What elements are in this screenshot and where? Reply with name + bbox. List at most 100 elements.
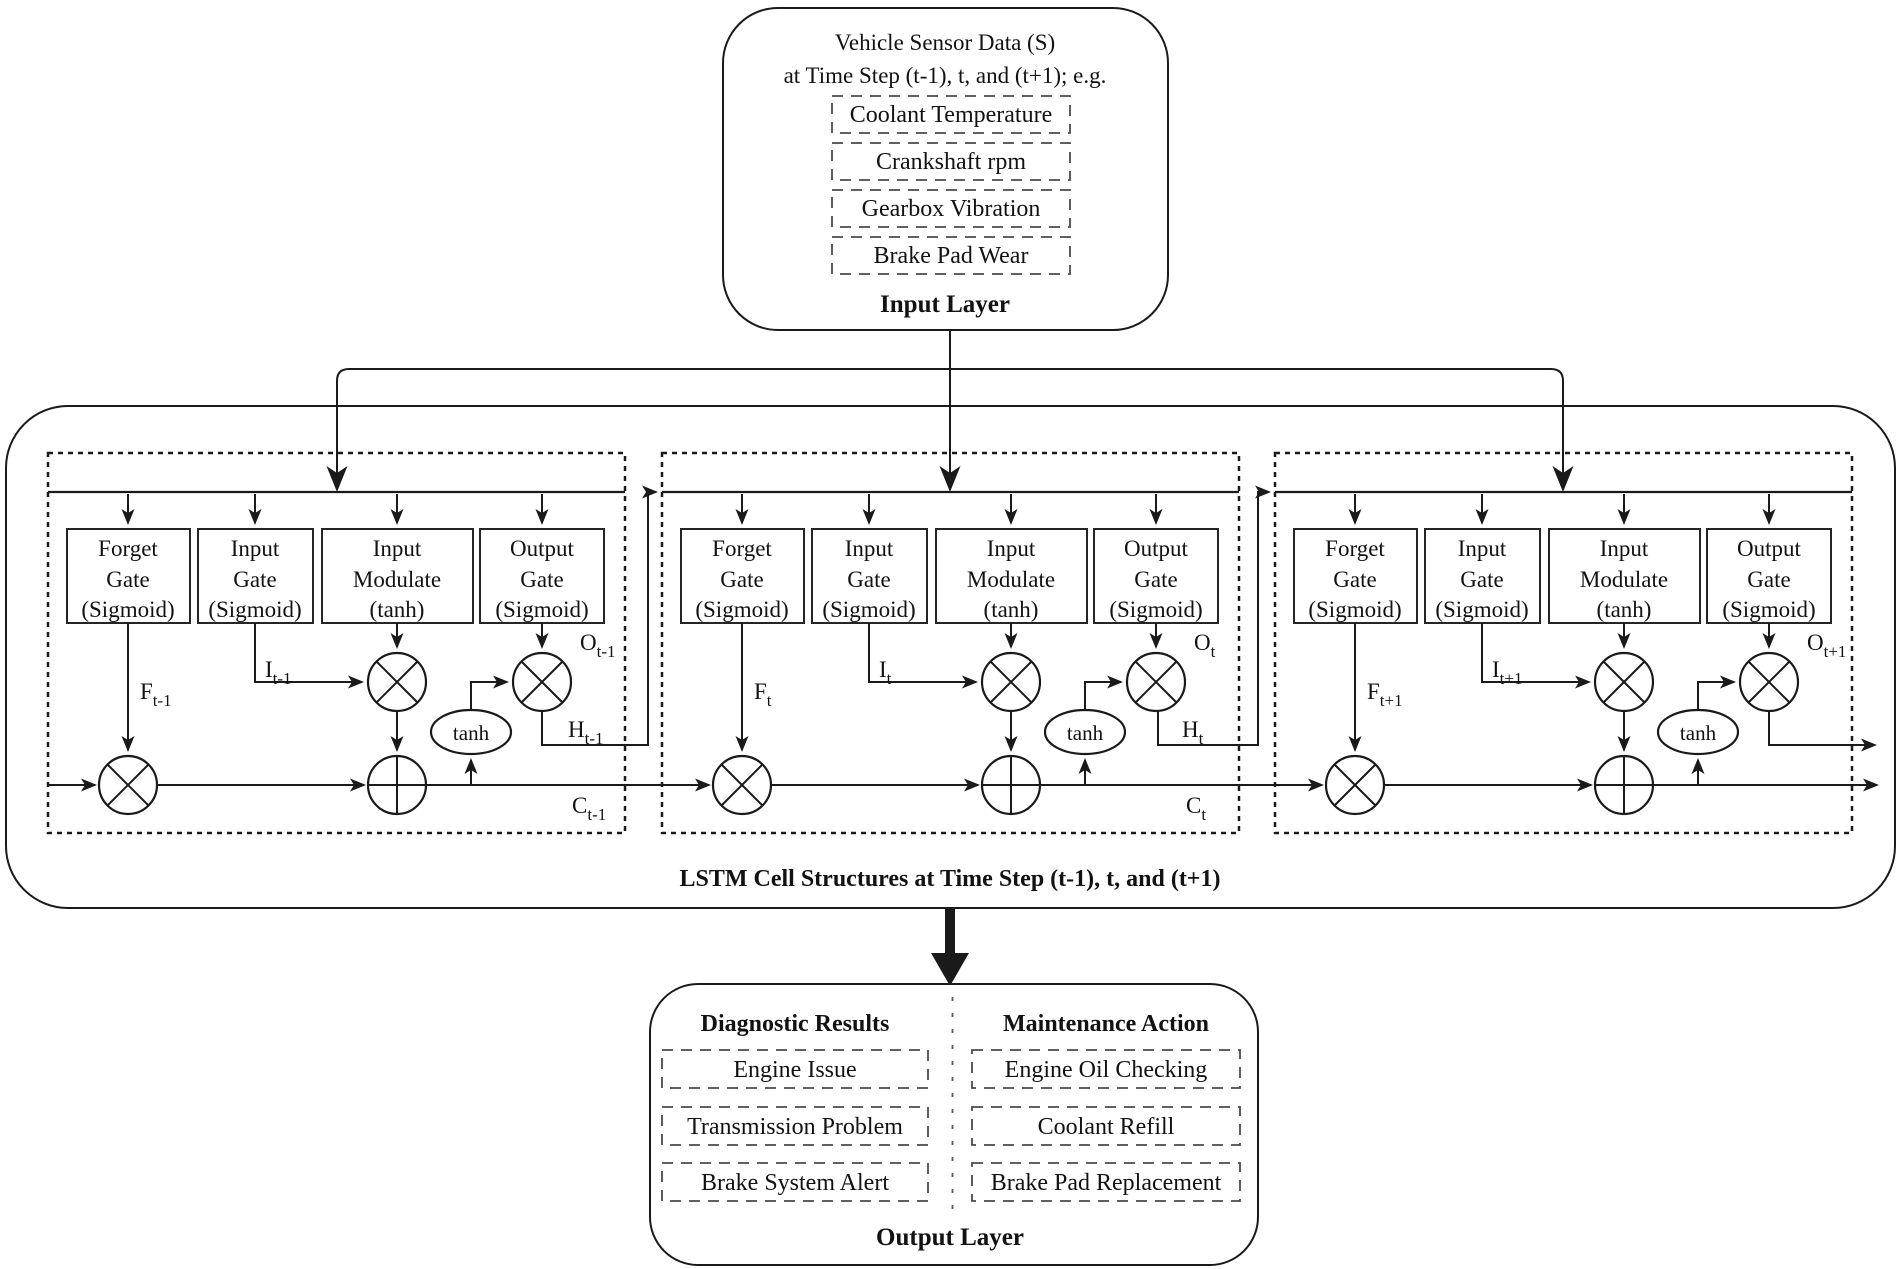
maintenance-action-title: Maintenance Action bbox=[1003, 1011, 1209, 1037]
tanh-label: tanh bbox=[1067, 721, 1104, 745]
forget-gate-label: Gate bbox=[720, 567, 763, 592]
bus-to-gate-arrows bbox=[735, 494, 1163, 525]
lstm-cell-boundary bbox=[46, 451, 627, 835]
input-title-line1: Vehicle Sensor Data (S) bbox=[835, 30, 1055, 55]
tanh-to-output-line bbox=[1697, 675, 1736, 710]
input-modulate-label: (tanh) bbox=[984, 597, 1039, 622]
output-gate-box bbox=[1093, 528, 1219, 624]
signal-label-o: Ot+1 bbox=[1807, 630, 1846, 661]
lstm-cell-boundary bbox=[660, 451, 1241, 835]
tanh-node: tanh bbox=[429, 708, 513, 756]
input-layer: Vehicle Sensor Data (S) at Time Step (t-… bbox=[722, 7, 1169, 331]
signal-label-o: Ot-1 bbox=[580, 630, 616, 661]
output-gate-label: Output bbox=[510, 536, 575, 561]
sensor-item-label: Crankshaft rpm bbox=[876, 149, 1026, 175]
signal-label-i: It-1 bbox=[265, 657, 292, 688]
input-gate-label: (Sigmoid) bbox=[1435, 597, 1528, 622]
diagnostic-item-label: Engine Issue bbox=[733, 1057, 856, 1083]
multiply-node-icon bbox=[1593, 651, 1655, 713]
h-line-cell2 bbox=[1157, 485, 1271, 746]
input-gate-label: Input bbox=[231, 536, 280, 561]
input-modulate-label: Modulate bbox=[353, 567, 441, 592]
hidden-state-lines bbox=[541, 485, 1877, 752]
h-line-cell1 bbox=[541, 485, 658, 746]
output-gate-label: Gate bbox=[520, 567, 563, 592]
signal-label-i: It bbox=[879, 657, 892, 688]
input-modulate-box bbox=[935, 528, 1088, 624]
input-modulate-label: Modulate bbox=[1580, 567, 1668, 592]
maintenance-item-label: Coolant Refill bbox=[1038, 1114, 1175, 1140]
input-modulate-label: Modulate bbox=[967, 567, 1055, 592]
forget-gate-box bbox=[66, 528, 191, 624]
lstm-to-output-arrow bbox=[931, 908, 969, 986]
input-gate-label: (Sigmoid) bbox=[822, 597, 915, 622]
lstm-cell: Forget Gate (Sigmoid) Input Gate (Sigmoi… bbox=[46, 451, 627, 835]
maintenance-item-box bbox=[971, 1162, 1241, 1202]
signal-label-h: Ht bbox=[1182, 717, 1204, 748]
diagnostic-item-box bbox=[661, 1106, 929, 1146]
input-gate-label: (Sigmoid) bbox=[208, 597, 301, 622]
signal-label-i: It+1 bbox=[1492, 657, 1522, 688]
signal-label-c: Ct bbox=[1186, 793, 1206, 824]
tanh-label: tanh bbox=[453, 721, 490, 745]
bus-to-gate-arrows bbox=[121, 494, 549, 525]
add-node-icon bbox=[366, 754, 428, 816]
input-modulate-label: Input bbox=[373, 536, 422, 561]
input-gate-box bbox=[197, 528, 314, 624]
input-modulate-box bbox=[1548, 528, 1701, 624]
signal-label-h: Ht-1 bbox=[568, 717, 604, 748]
sensor-item-label: Gearbox Vibration bbox=[862, 196, 1041, 222]
multiply-node-icon bbox=[1324, 754, 1386, 816]
multiply-node-icon bbox=[511, 651, 573, 713]
diagnostic-item-label: Transmission Problem bbox=[687, 1114, 903, 1140]
input-gate-label: Gate bbox=[847, 567, 890, 592]
sensor-item-box bbox=[831, 236, 1071, 275]
cell-internal-wiring bbox=[1348, 623, 1776, 785]
tanh-node: tanh bbox=[1043, 708, 1127, 756]
sensor-item-box bbox=[831, 189, 1071, 228]
add-node-icon bbox=[1593, 754, 1655, 816]
input-modulate-label: (tanh) bbox=[370, 597, 425, 622]
input-gate-label: Input bbox=[845, 536, 894, 561]
input-layer-box bbox=[722, 7, 1169, 331]
diagnostic-item-box bbox=[661, 1049, 929, 1089]
forget-gate-label: Gate bbox=[1333, 567, 1376, 592]
sensor-item-label: Brake Pad Wear bbox=[874, 243, 1029, 269]
output-gate-label: (Sigmoid) bbox=[1722, 597, 1815, 622]
lstm-cell: Forget Gate (Sigmoid) Input Gate (Sigmoi… bbox=[660, 451, 1241, 835]
output-layer-label: Output Layer bbox=[876, 1224, 1024, 1251]
input-gate-label: Gate bbox=[233, 567, 276, 592]
sensor-item-box bbox=[831, 142, 1071, 181]
lstm-cell-boundary bbox=[1273, 451, 1854, 835]
sensor-item-label: Coolant Temperature bbox=[850, 102, 1052, 128]
output-gate-box bbox=[479, 528, 605, 624]
multiply-node-icon bbox=[366, 651, 428, 713]
input-gate-box bbox=[811, 528, 928, 624]
signal-label-f: Ft-1 bbox=[140, 679, 172, 710]
output-gate-label: Gate bbox=[1747, 567, 1790, 592]
forget-gate-box bbox=[1293, 528, 1418, 624]
input-signal-line bbox=[254, 623, 364, 689]
cell-internal-wiring bbox=[121, 623, 549, 785]
forget-gate-label: Forget bbox=[1325, 536, 1385, 561]
multiply-node-icon bbox=[97, 754, 159, 816]
bus-to-gate-arrows bbox=[1348, 494, 1776, 525]
forget-gate-label: Forget bbox=[98, 536, 158, 561]
multiply-node-icon bbox=[711, 754, 773, 816]
output-gate-box bbox=[1706, 528, 1832, 624]
maintenance-item-box bbox=[971, 1106, 1241, 1146]
input-branch-wiring bbox=[326, 330, 1574, 492]
tanh-node: tanh bbox=[1656, 708, 1740, 756]
input-modulate-label: Input bbox=[1600, 536, 1649, 561]
maintenance-item-label: Brake Pad Replacement bbox=[991, 1170, 1222, 1196]
signal-label-f: Ft+1 bbox=[1367, 679, 1403, 710]
input-gate-label: Gate bbox=[1460, 567, 1503, 592]
input-signal-line bbox=[868, 623, 978, 689]
output-gate-label: Output bbox=[1124, 536, 1189, 561]
diagnostic-results-title: Diagnostic Results bbox=[701, 1011, 890, 1037]
output-gate-label: Output bbox=[1737, 536, 1802, 561]
forget-gate-label: Forget bbox=[712, 536, 772, 561]
input-gate-box bbox=[1424, 528, 1541, 624]
input-modulate-label: (tanh) bbox=[1597, 597, 1652, 622]
